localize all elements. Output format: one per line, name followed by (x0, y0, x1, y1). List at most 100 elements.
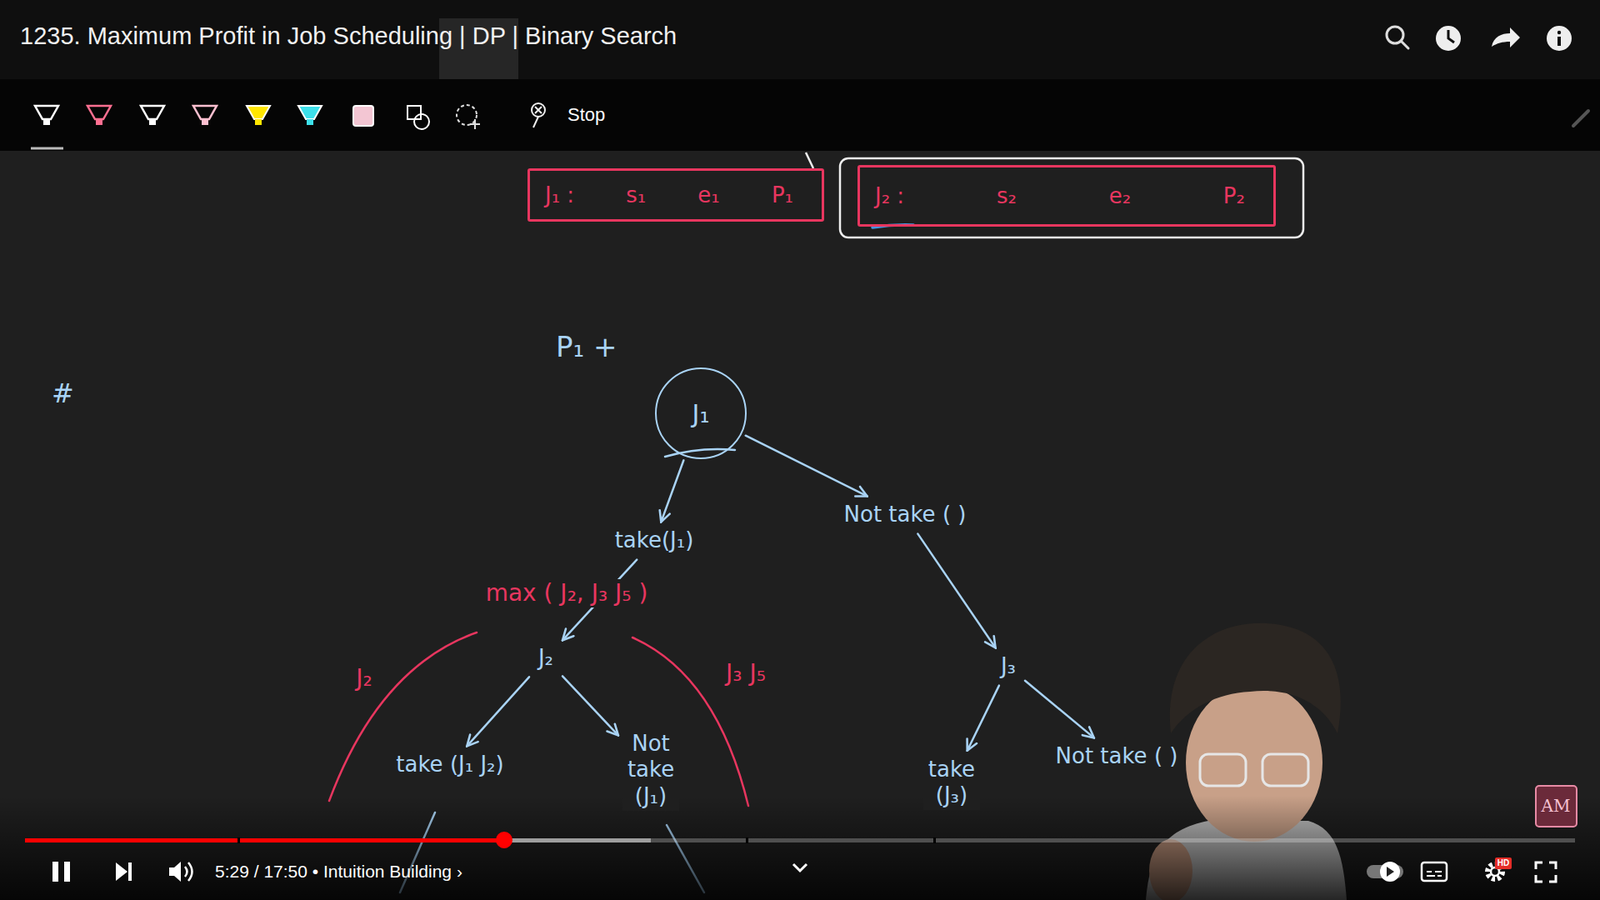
presenter-hair (1170, 623, 1341, 734)
node-field: P₂ (1223, 183, 1245, 209)
tree-arrow (745, 435, 868, 497)
info-icon (1557, 36, 1561, 46)
job-box: J₁ : s₁ e₁ P₁ (527, 168, 825, 222)
highlighter-icon (306, 119, 314, 125)
top-bar (0, 0, 1600, 80)
title-text: 1235. Maximum Profit in Job Scheduling |… (20, 22, 677, 50)
chapter-gap (745, 837, 749, 844)
tree-node: Not take (J₁) (622, 729, 680, 811)
tree-arrow (660, 460, 684, 522)
lasso-icon (470, 119, 480, 130)
tree-node: Not take ( ) (1050, 741, 1184, 771)
tree-arrow (917, 534, 995, 649)
pen-icon (43, 119, 50, 125)
tree-arrow (562, 675, 619, 735)
share-icon (1491, 27, 1520, 48)
captions-icon (1421, 862, 1447, 881)
tree-node: take (J₁ J₂) (390, 750, 509, 780)
channel-logo: AM (1541, 795, 1571, 816)
channel-logo-box (1535, 785, 1577, 827)
node-field: e₁ (697, 182, 720, 208)
search-icon (1400, 40, 1409, 49)
progress-buffer (25, 838, 651, 843)
hd-badge: HD (1495, 857, 1512, 870)
node-field: s₂ (996, 183, 1017, 209)
pen-icon (149, 119, 156, 125)
stop-icon (533, 106, 542, 128)
label-text: max ( J₂, J₃ J₅ ) (485, 579, 649, 607)
next-icon (128, 862, 132, 881)
info-icon (1546, 25, 1572, 51)
node-label: J₂ (538, 645, 554, 670)
pen-icon (35, 105, 59, 120)
tree-node: Not take ( ) (839, 500, 972, 530)
annotation: max ( J₂, J₃ J₅ ) (480, 579, 654, 608)
toolbar (0, 79, 1600, 151)
node-label: Not take (J₁) (627, 730, 675, 808)
chapter-gap (237, 837, 240, 844)
annotation: # (51, 377, 75, 410)
pen-icon (193, 105, 217, 120)
node-label: take (J₃) (928, 756, 975, 808)
branch-label: J₃ J₅ (725, 659, 766, 688)
video-title: 1235. Maximum Profit in Job Scheduling |… (20, 21, 677, 51)
node-label: take (J₁ J₂) (395, 751, 504, 777)
shapes-icon (414, 114, 430, 130)
node-field: P₁ (771, 182, 794, 208)
volume-icon (169, 861, 181, 882)
label-text: # (51, 377, 75, 410)
node-label: J₁ (692, 399, 710, 429)
shapes-icon (407, 105, 421, 120)
tree-arrow (967, 685, 1000, 751)
node-field: s₁ (625, 182, 646, 208)
captions-icon (1426, 871, 1442, 876)
highlighter-icon (298, 105, 322, 120)
node-label: J₃ (1000, 653, 1016, 679)
job-box: J₂ :s₂e₂P₂ (857, 165, 1276, 227)
ink-stroke (665, 449, 735, 457)
node-label: Not take ( ) (844, 501, 967, 527)
pen-icon (87, 105, 111, 120)
chapter-gap (933, 837, 936, 844)
autoplay-toggle (1386, 866, 1395, 877)
fullscreen-icon (1535, 862, 1556, 882)
tree-arrow (1025, 680, 1095, 739)
volume-icon (185, 862, 193, 881)
highlighter-icon (255, 119, 262, 125)
tool-underline (30, 147, 64, 150)
ink-stroke (805, 152, 814, 169)
pen-icon (95, 119, 103, 125)
presenter-glasses (1262, 754, 1309, 786)
label-text: 5:29 / 17:50 • Intuition Building › (215, 861, 463, 881)
annotation: P₁ + (555, 330, 617, 365)
clock-icon (1435, 25, 1461, 51)
root-circle: J₁ (655, 367, 747, 460)
chevron-icon (793, 864, 807, 871)
tree-node: take(J₁) (610, 525, 700, 555)
progress-played (25, 838, 505, 843)
pencil-icon (1573, 110, 1589, 126)
node-label: J₁ : (545, 182, 575, 208)
presenter-glasses (1200, 754, 1246, 786)
scrubber (495, 831, 513, 849)
time-display: 5:29 / 17:50 • Intuition Building › (215, 860, 463, 882)
pause-icon (52, 861, 59, 882)
tree-node: take (J₃) (923, 755, 980, 810)
pen-icon (201, 119, 209, 125)
info-icon (1557, 30, 1561, 35)
lasso-icon (456, 105, 477, 125)
autoplay-toggle (1380, 861, 1400, 882)
label-text: P₁ + (555, 330, 617, 364)
highlighter-icon (353, 105, 374, 126)
next-icon (115, 862, 128, 881)
node-label: take(J₁) (615, 527, 695, 553)
tree-arrow (466, 676, 530, 746)
label-text: AM (1541, 795, 1571, 816)
toolbar-label: Stop (567, 104, 605, 126)
label-text: J₃ J₅ (725, 659, 766, 687)
label-text: J₂ (355, 664, 372, 692)
label-text: Stop (567, 104, 605, 125)
